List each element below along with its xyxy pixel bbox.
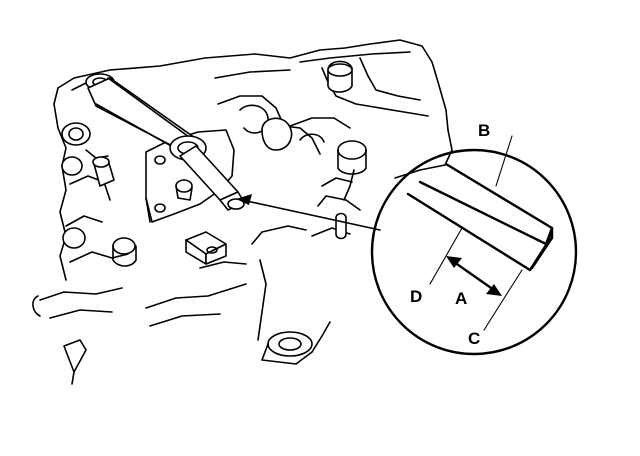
leader-b [495, 135, 513, 187]
arrowhead [486, 284, 502, 296]
detail-edge-line [418, 180, 548, 246]
label-b: B [478, 121, 490, 140]
label-d: D [410, 287, 422, 306]
engine-block [32, 39, 453, 385]
magnified-detail [370, 135, 578, 356]
arrowhead [446, 256, 462, 268]
leader-c [483, 269, 523, 331]
detail-edge-line [406, 192, 532, 272]
label-a: A [455, 289, 467, 308]
callout-leader [236, 194, 381, 231]
detail-edge-line [444, 162, 554, 230]
shaft [85, 73, 245, 211]
label-c: C [468, 329, 480, 348]
